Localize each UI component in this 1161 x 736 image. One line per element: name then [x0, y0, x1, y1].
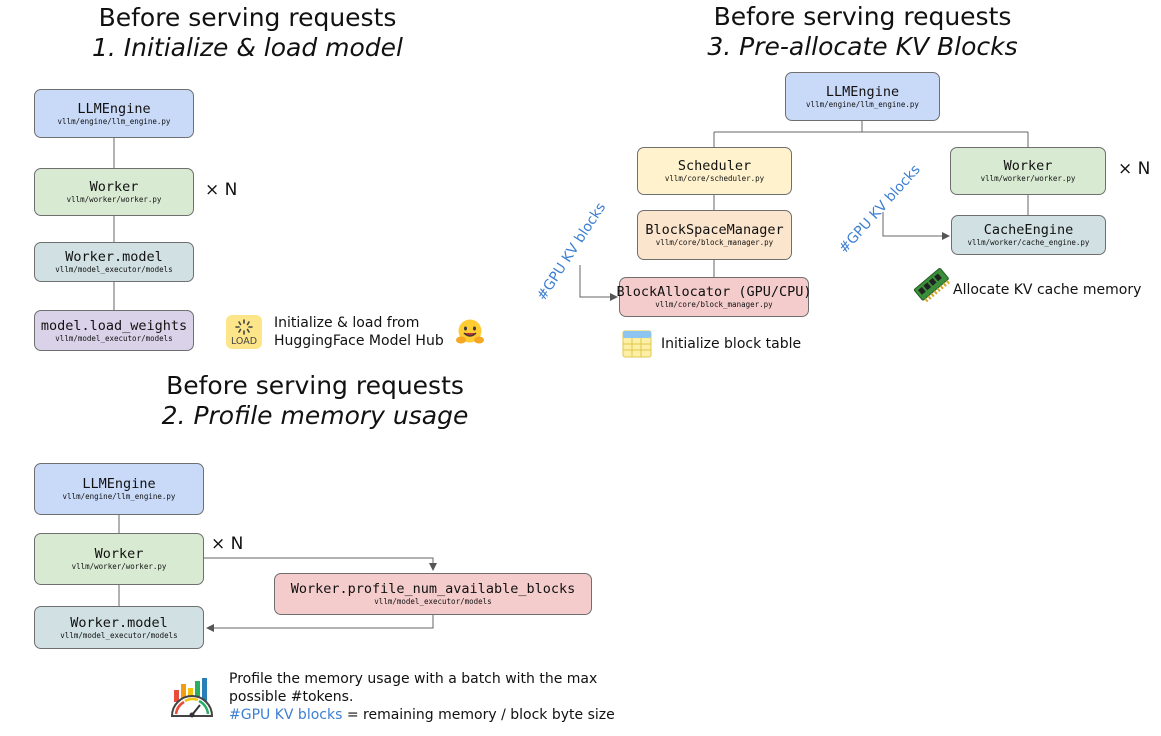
s2-note-formula: = remaining memory / block byte size [342, 707, 615, 723]
s2-worker-path: vllm/worker/worker.py [71, 562, 167, 571]
s1-worker-model-box: Worker.model vllm/model_executor/models [34, 242, 194, 282]
s1-note-line2: HuggingFace Model Hub [274, 333, 444, 349]
section1-title-line1: Before serving requests [98, 3, 397, 32]
hugging-face-icon [456, 319, 484, 344]
section3-title-line1: Before serving requests [713, 2, 1012, 31]
s2-note-line2: possible #tokens. [229, 689, 354, 705]
s1-llmengine-path: vllm/engine/llm_engine.py [57, 116, 171, 126]
s3-worker-path: vllm/worker/worker.py [980, 174, 1076, 183]
s2-llmengine-path: vllm/engine/llm_engine.py [62, 492, 176, 501]
s2-worker-box: Worker vllm/worker/worker.py [34, 533, 204, 585]
s1-note-line1: Initialize & load from [274, 315, 420, 331]
s1-multiplier: × N [205, 180, 238, 200]
s1-llmengine-name: LLMEngine [77, 100, 151, 117]
s1-load-weights-box: model.load_weights vllm/model_executor/m… [34, 310, 194, 351]
s2-profile-box: Worker.profile_num_available_blocks vllm… [274, 573, 592, 615]
s3-cache-engine-box: CacheEngine vllm/worker/cache_engine.py [951, 215, 1106, 255]
load-icon: LOAD [226, 315, 262, 349]
s2-profile-path: vllm/model_executor/models [374, 597, 492, 606]
s3-llmengine-path: vllm/engine/llm_engine.py [806, 99, 919, 109]
s3-scheduler-box: Scheduler vllm/core/scheduler.py [637, 147, 792, 195]
s3-note-block-table: Initialize block table [661, 336, 802, 352]
s1-load-weights-path: vllm/model_executor/models [55, 333, 173, 343]
s1-llmengine-box: LLMEngine vllm/engine/llm_engine.py [34, 89, 194, 138]
section2-title: Before serving requests 2. Profile memor… [120, 371, 510, 431]
s3-note-cache-memory: Allocate KV cache memory [953, 282, 1142, 298]
s2-worker-model-name: Worker.model [70, 614, 168, 631]
s3-block-space-manager-name: BlockSpaceManager [645, 222, 784, 238]
s1-worker-path: vllm/worker/worker.py [66, 195, 162, 204]
table-icon [622, 330, 652, 358]
s1-load-weights-name: model.load_weights [40, 317, 188, 334]
section2-title-line1: Before serving requests [166, 371, 464, 400]
s1-worker-model-path: vllm/model_executor/models [55, 265, 173, 274]
s2-note-kv-blocks: #GPU KV blocks [229, 707, 343, 723]
s2-llmengine-box: LLMEngine vllm/engine/llm_engine.py [34, 463, 204, 515]
s2-multiplier: × N [211, 534, 244, 554]
s3-block-allocator-box: BlockAllocator (GPU/CPU) vllm/core/block… [616, 277, 812, 317]
section1-title-line2: 1. Initialize & load model [91, 33, 404, 62]
section2-title-line2: 2. Profile memory usage [161, 401, 469, 430]
s3-scheduler-path: vllm/core/scheduler.py [664, 174, 765, 183]
arrow-kv-blocks-to-cacheengine [882, 212, 950, 240]
s3-block-space-manager-box: BlockSpaceManager vllm/core/block_manage… [637, 210, 792, 260]
s1-worker-model-name: Worker.model [65, 249, 163, 265]
s2-profile-name: Worker.profile_num_available_blocks [290, 581, 576, 597]
s2-note-line3: #GPU KV blocks = remaining memory / bloc… [229, 706, 615, 724]
s2-worker-model-path: vllm/model_executor/models [60, 630, 178, 640]
s3-scheduler-name: Scheduler [677, 158, 752, 174]
s3-llmengine-name: LLMEngine [825, 83, 900, 100]
s2-worker-model-box: Worker.model vllm/model_executor/models [34, 606, 204, 649]
s2-worker-name: Worker [94, 546, 144, 562]
section3-title: Before serving requests 3. Pre-allocate … [660, 2, 1065, 62]
s2-llmengine-name: LLMEngine [82, 476, 156, 492]
s3-llmengine-box: LLMEngine vllm/engine/llm_engine.py [785, 72, 940, 121]
arrow-kv-blocks-to-allocator [579, 265, 618, 301]
s3-cache-engine-name: CacheEngine [983, 222, 1074, 238]
s1-worker-box: Worker vllm/worker/worker.py [34, 168, 194, 216]
gauge-chart-icon [170, 678, 214, 718]
s3-multiplier: × N [1118, 159, 1151, 179]
s2-note-line1: Profile the memory usage with a batch wi… [229, 671, 598, 687]
s3-block-allocator-path: vllm/core/block_manager.py [655, 300, 773, 309]
memory-chip-icon [913, 268, 950, 303]
s3-cache-engine-path: vllm/worker/cache_engine.py [967, 238, 1090, 247]
arrow-profile-to-model [206, 615, 434, 632]
section1-title: Before serving requests 1. Initialize & … [30, 3, 465, 63]
s3-block-allocator-name: BlockAllocator (GPU/CPU) [616, 284, 812, 300]
s3-worker-name: Worker [1003, 158, 1053, 174]
s1-worker-name: Worker [89, 179, 139, 195]
s3-worker-box: Worker vllm/worker/worker.py [950, 147, 1106, 195]
arrow-worker-to-profile [204, 557, 437, 571]
load-icon-text: LOAD [230, 336, 258, 347]
s3-block-space-manager-path: vllm/core/block_manager.py [655, 238, 774, 247]
section3-title-line2: 3. Pre-allocate KV Blocks [707, 32, 1018, 61]
